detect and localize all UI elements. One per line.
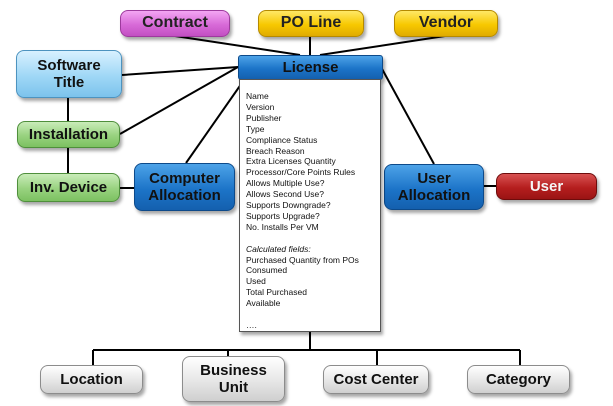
contract-node: Contract	[120, 10, 230, 37]
license-field: Purchased Quantity from POs	[246, 254, 359, 265]
po-line-node: PO Line	[258, 10, 364, 37]
connector-useralloc-license	[380, 66, 435, 165]
license-field: Processor/Core Points Rules	[246, 167, 356, 178]
license-field: Compliance Status	[246, 134, 318, 145]
license-field: Total Purchased	[246, 287, 307, 298]
business-unit-node: Business Unit	[182, 356, 285, 402]
license-field: Allows Second Use?	[246, 189, 324, 200]
cost-center-node: Cost Center	[323, 365, 429, 394]
license-field: Version	[246, 101, 275, 112]
computer-allocation-node: Computer Allocation	[134, 163, 235, 211]
license-field: Breach Reason	[246, 145, 305, 156]
license-field: No. Installs Per VM	[246, 221, 319, 232]
connector-installation-license	[119, 66, 239, 135]
connector-contract-license	[174, 35, 301, 56]
license-field: Consumed	[246, 265, 288, 276]
license-field: Allows Multiple Use?	[246, 178, 325, 189]
license-field: Supports Downgrade?	[246, 200, 331, 211]
license-field: Used	[246, 276, 266, 287]
license-field: Type	[246, 123, 265, 134]
connector-computer-license	[185, 79, 245, 164]
license-field: Supports Upgrade?	[246, 210, 320, 221]
inv-device-node: Inv. Device	[17, 173, 120, 202]
license-field: Extra Licenses Quantity	[246, 156, 336, 167]
category-node: Category	[467, 365, 570, 394]
license-ellipsis: ….	[246, 320, 257, 330]
license-field: Publisher	[246, 112, 282, 123]
user-allocation-node: User Allocation	[384, 164, 484, 210]
connector-vendor-license	[319, 35, 446, 56]
license-field: Available	[246, 298, 281, 309]
user-node: User	[496, 173, 597, 200]
license-title: License	[238, 55, 383, 80]
location-node: Location	[40, 365, 143, 394]
connector-software-license	[121, 66, 239, 76]
installation-node: Installation	[17, 121, 120, 148]
license-field: Name	[246, 91, 269, 101]
software-title-node: Software Title	[16, 50, 122, 98]
vendor-node: Vendor	[394, 10, 498, 37]
calculated-fields-heading: Calculated fields:	[246, 243, 311, 254]
